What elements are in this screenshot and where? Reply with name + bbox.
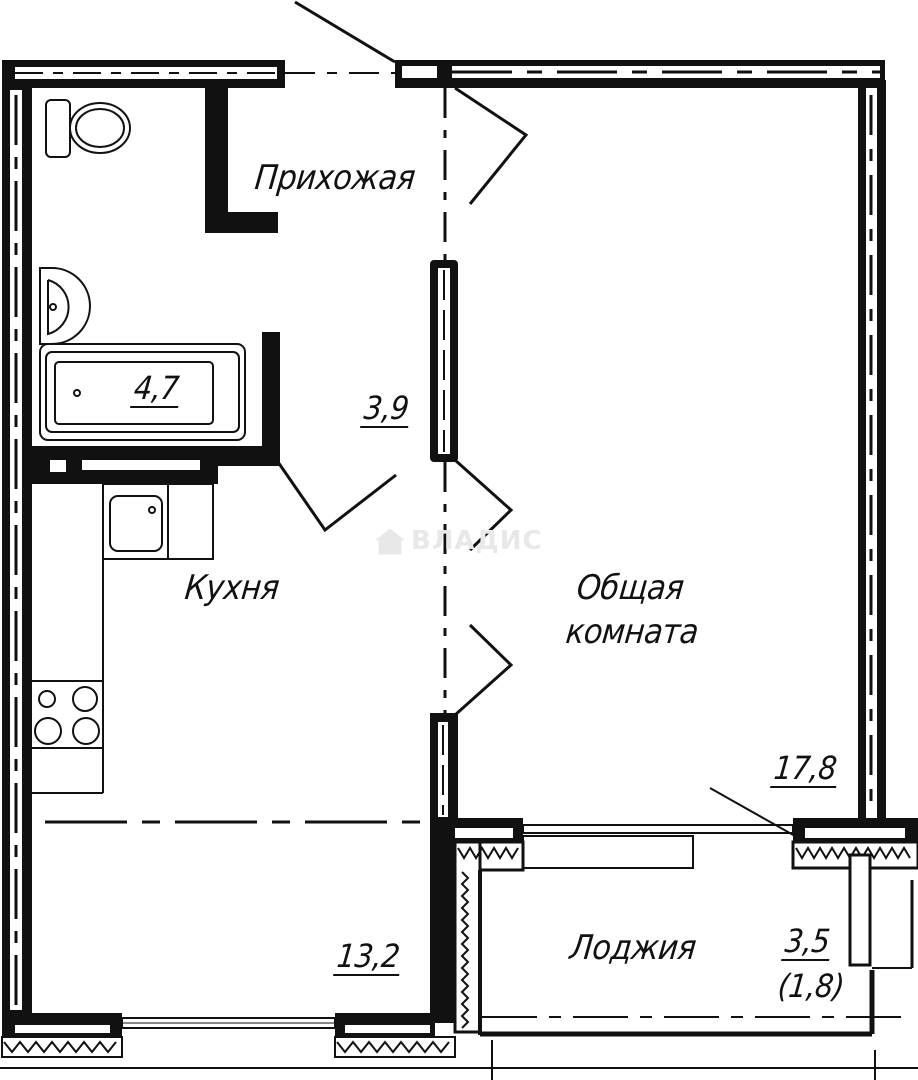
area-hallway: 3,9 (360, 389, 413, 428)
wall-top-right (395, 60, 885, 88)
wall-left (2, 80, 32, 1020)
watermark: ВЛАДИС (375, 526, 543, 556)
house-logo-icon (375, 528, 405, 555)
wall-center (430, 260, 458, 1023)
loggia-structure (445, 787, 918, 1080)
room-label-hallway: Прихожая (252, 158, 417, 198)
wall-right (858, 80, 886, 820)
area-loggia-reduced: (1,8) (776, 967, 846, 1005)
area-kitchen: 13,2 (333, 937, 403, 976)
room-label-living-line2: комната (563, 612, 701, 652)
area-bathroom: 4,7 (130, 369, 183, 408)
room-label-living-line1: Общая (574, 568, 686, 608)
room-label-kitchen: Кухня (182, 568, 281, 608)
area-living-room: 17,8 (770, 749, 840, 788)
room-label-loggia: Лоджия (567, 928, 698, 968)
area-loggia: 3,5 (781, 922, 834, 961)
wall-bottom (0, 1013, 918, 1069)
wall-top-left (2, 60, 285, 88)
